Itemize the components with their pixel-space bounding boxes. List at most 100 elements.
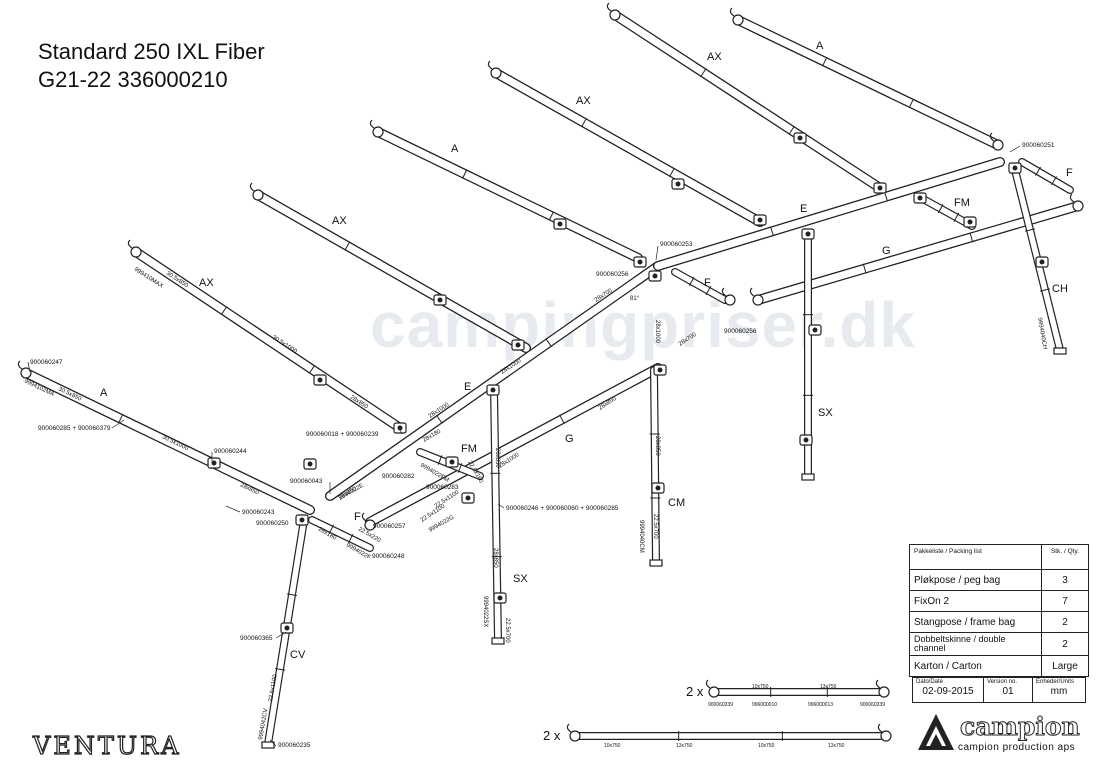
eave-tube-e-lower (325, 261, 663, 501)
tube-dimension-label: 28x850 (654, 436, 660, 456)
section-label: SX (513, 573, 528, 585)
packing-qty: 7 (1062, 595, 1068, 607)
campion-brand-name: campion (960, 712, 1081, 742)
section-label: CM (668, 497, 685, 509)
extra-rail-top-label: 10x750 (752, 684, 769, 690)
section-label: AX (707, 51, 722, 63)
rafter-tube-ax-front (131, 247, 405, 433)
tube-end-cap (127, 239, 142, 258)
connector-joint (511, 339, 525, 351)
extra-rail-part-number: 996000010 (752, 702, 778, 708)
rafter-tube-ax-mid (491, 68, 765, 227)
section-label: CH (1052, 283, 1068, 295)
connector-joint (445, 456, 459, 468)
tube-end-cap (721, 287, 736, 306)
extra-rail-part-number: 996000013 (808, 702, 834, 708)
section-label: E (464, 381, 471, 393)
packing-list-header: Pakkeliste / Packing list Stk. / Qty. (910, 545, 1088, 570)
packing-list-qty-header: Stk. / Qty. (1050, 548, 1080, 555)
part-number-label: 900060256 (596, 271, 629, 278)
tube-dimension-label: 22.5x1100 (434, 489, 461, 509)
tube-dimension-label: 22.5x700 (504, 618, 510, 643)
tube-dimension-label: 81° (630, 296, 640, 302)
connector-joint (1008, 162, 1022, 174)
section-label: A (100, 387, 108, 399)
f-tube-mid (671, 268, 729, 304)
tube-dimension-label: 9994040CM (638, 520, 644, 553)
packing-row: Pløkpose / peg bag 3 (910, 570, 1088, 591)
section-label: FM (461, 443, 477, 455)
meta-date-cell: Dato/Date 02-09-2015 (913, 678, 984, 702)
section-label: A (451, 143, 459, 155)
foot-plate (649, 559, 663, 567)
meta-date-label: Dato/Date (916, 679, 944, 685)
rafter-tube-a-far (733, 15, 1003, 150)
tube-end-cap (487, 60, 502, 79)
packing-qty: 3 (1062, 574, 1068, 586)
section-label: G (882, 245, 891, 257)
part-number-label: 900060250 (256, 520, 289, 527)
packing-list-table: Pakkeliste / Packing list Stk. / Qty. Pl… (909, 544, 1089, 677)
part-number-label: 900060243 (242, 509, 275, 516)
extra-rail-label: 10x750 (758, 743, 775, 749)
tube-end-cap (17, 360, 32, 379)
tube-dimension-label: 28x1000 (654, 320, 660, 344)
section-label: AX (199, 277, 214, 289)
packing-qty: 2 (1062, 638, 1068, 650)
connector-joint (313, 374, 327, 386)
tube-end-cap (361, 512, 376, 531)
connector-joint (753, 214, 767, 226)
connector-joint (799, 434, 813, 446)
packing-qty: Large (1052, 660, 1078, 672)
connector-joint (393, 422, 407, 434)
connector-joint (913, 192, 927, 204)
connector-joint (433, 294, 447, 306)
rafter-tube-a-mid (373, 127, 643, 263)
part-number-label: 900060253 (660, 241, 693, 248)
extra-rail-tube-2 (571, 731, 890, 741)
connector-joint (207, 457, 221, 469)
connector-joint (303, 458, 317, 470)
tube-end-cap (729, 7, 744, 26)
extra-rail-label: 13x750 (828, 743, 845, 749)
tube-end-cap (877, 723, 892, 742)
section-label: A (816, 40, 824, 52)
foot-plate (491, 637, 505, 645)
section-label: FM (954, 197, 970, 209)
ridge-tube-g-lower (365, 363, 663, 527)
packing-item: Stangpose / frame bag (910, 612, 1042, 632)
connector-joint (280, 622, 294, 634)
tube-end-cap (989, 132, 1004, 151)
connector-joint (648, 270, 662, 282)
connector-joint (808, 324, 822, 336)
tube-end-cap (875, 679, 890, 698)
title-line-2: G21-22 336000210 (38, 67, 228, 92)
tube-end-cap (369, 119, 384, 138)
tube-dimension-label: 9994022SX (482, 596, 488, 627)
packing-list-title: Pakkeliste / Packing list (910, 545, 1042, 569)
drawing-meta-table: Dato/Date 02-09-2015 Version no. 01 Enhe… (912, 677, 1086, 703)
packing-row: Karton / Carton Large (910, 656, 1088, 676)
tube-end-cap (606, 2, 621, 21)
section-label: G (565, 433, 574, 445)
campion-brand-subtitle: campion production aps (958, 742, 1076, 753)
drawing-title: Standard 250 IXL Fiber G21-22 336000210 (38, 38, 265, 94)
part-number-label: 900060247 (30, 359, 63, 366)
tube-dimension-label: 28x850 (494, 448, 500, 468)
section-label: CV (290, 649, 306, 661)
meta-units-label: Enheder/Units (1036, 679, 1075, 685)
connector-joint (671, 178, 685, 190)
tube-end-cap (1069, 193, 1084, 212)
connector-joint (651, 482, 665, 494)
tube-end-cap (705, 679, 720, 698)
foot-plate (801, 473, 815, 481)
tube-dimension-label: 22.5x1100 (268, 673, 279, 702)
extra-rail-qty-1: 2 x (686, 684, 704, 699)
packing-row: Dobbeltskinne / double channel 2 (910, 633, 1088, 656)
part-number-label: 900060251 (1022, 142, 1055, 149)
connector-joint (873, 182, 887, 194)
foot-plate (1053, 347, 1067, 355)
packing-item: Pløkpose / peg bag (910, 570, 1042, 590)
connector-joint (553, 218, 567, 230)
